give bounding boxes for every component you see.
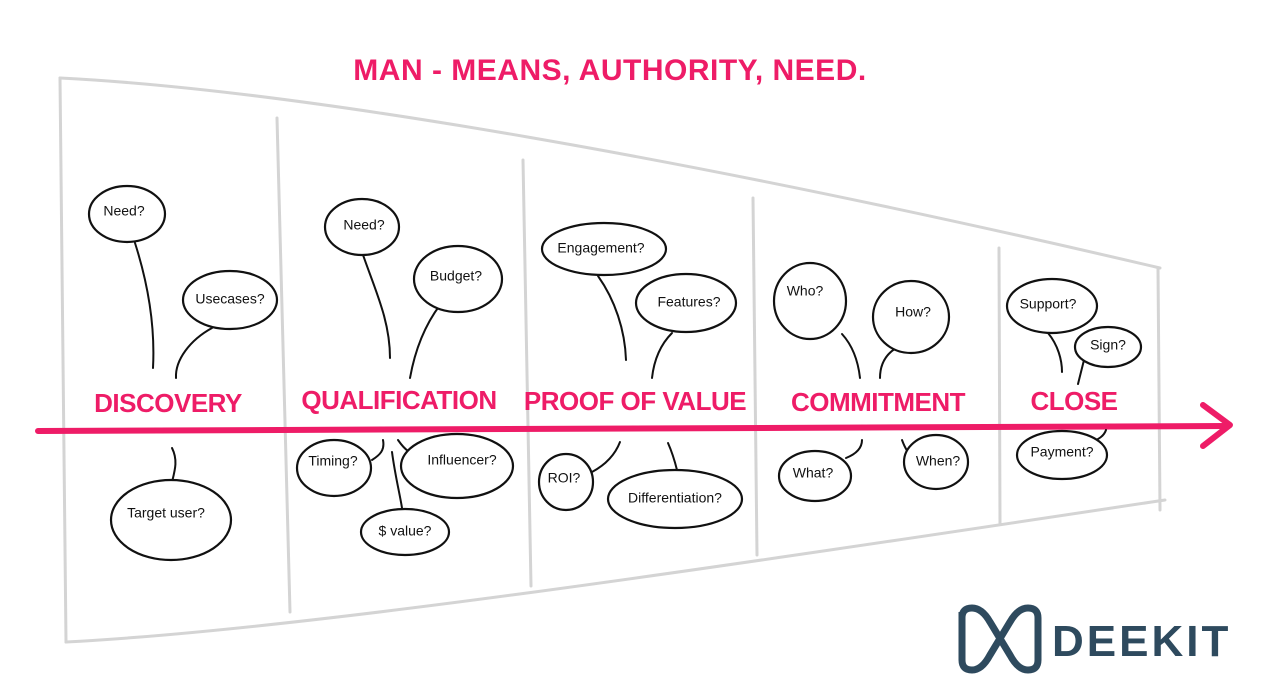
funnel-right-edge	[1156, 266, 1162, 512]
bubble-sign: Sign?	[1073, 325, 1143, 369]
question-label: Differentiation?	[628, 490, 722, 506]
question-label: Support?	[1020, 296, 1077, 312]
arrow-head	[1200, 402, 1233, 449]
stage-divider-2	[521, 158, 533, 588]
bubble-payment: Payment?	[1015, 429, 1109, 481]
question-label: Sign?	[1090, 337, 1126, 353]
funnel-outline	[58, 76, 1167, 644]
question-label: ROI?	[548, 470, 581, 486]
question-label: Need?	[103, 203, 144, 219]
question-label: Influencer?	[427, 452, 496, 468]
bubble-usecases: Usecases?	[181, 269, 279, 331]
bubble-what: What?	[777, 449, 853, 503]
bubble-who: Who?	[772, 261, 848, 341]
deekit-logo: DEEKIT	[958, 604, 1231, 674]
bubble-influencer: Influencer?	[399, 432, 515, 500]
question-label: Timing?	[308, 453, 357, 469]
stage-divider-4	[997, 246, 1002, 526]
question-label: Who?	[787, 283, 824, 299]
bubble-need-discovery: Need?	[87, 184, 167, 244]
bubble-differentiation: Differentiation?	[606, 468, 744, 530]
question-label: Engagement?	[557, 240, 644, 256]
bubble-when: When?	[902, 433, 970, 491]
question-label: How?	[895, 304, 931, 320]
question-label: Budget?	[430, 268, 482, 284]
timeline-arrow	[35, 402, 1233, 449]
question-label: Payment?	[1030, 444, 1093, 460]
question-label: When?	[916, 453, 961, 469]
bubble-features: Features?	[634, 272, 738, 334]
stage-label-discovery: DISCOVERY	[94, 388, 242, 418]
bubble-support: Support?	[1005, 277, 1099, 335]
stage-label-proof-of-value: PROOF OF VALUE	[524, 386, 746, 416]
bubble-dollar-value: $ value?	[359, 507, 451, 557]
funnel-top-edge	[58, 76, 1162, 270]
question-label: What?	[793, 465, 834, 481]
bubble-budget: Budget?	[412, 244, 504, 314]
funnel-left-edge	[58, 76, 68, 644]
arrow-shaft	[35, 423, 1231, 434]
stage-divider-1	[275, 116, 292, 614]
bubble-tails	[134, 242, 1107, 509]
bubble-need-qualification: Need?	[323, 197, 401, 257]
diagram-title: MAN - MEANS, AUTHORITY, NEED.	[353, 54, 866, 87]
stage-label-qualification: QUALIFICATION	[301, 385, 496, 415]
bubble-how: How?	[871, 279, 951, 355]
stage-label-close: CLOSE	[1030, 386, 1117, 416]
infinity-logo-icon	[958, 604, 1042, 674]
stage-label-commitment: COMMITMENT	[791, 387, 966, 417]
question-label: $ value?	[379, 523, 432, 539]
stage-divider-3	[751, 196, 759, 557]
bubble-engagement: Engagement?	[540, 221, 668, 277]
question-label: Features?	[657, 294, 720, 310]
question-label: Usecases?	[195, 291, 264, 307]
bubble-target-user: Target user?	[109, 478, 233, 562]
logo-wordmark: DEEKIT	[1052, 617, 1231, 666]
question-label: Target user?	[127, 505, 205, 521]
question-label: Need?	[343, 217, 384, 233]
bubble-timing: Timing?	[295, 438, 373, 498]
bubble-roi: ROI?	[537, 452, 595, 512]
funnel-bottom-edge	[64, 498, 1167, 644]
